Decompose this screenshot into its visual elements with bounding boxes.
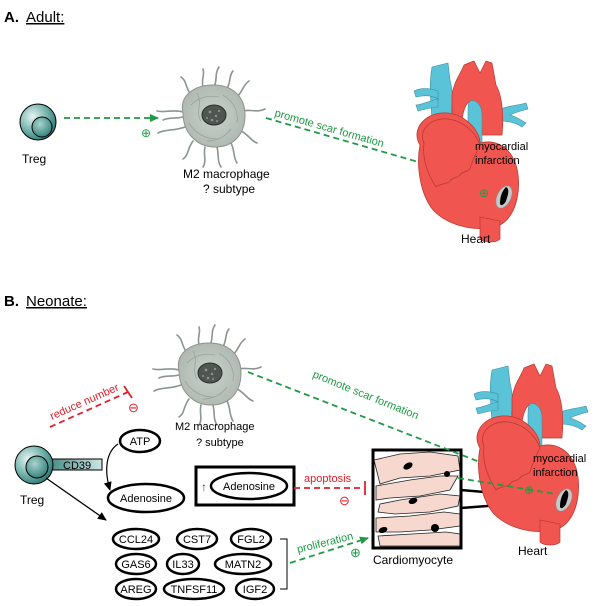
scar-formation-label: promote scar formation <box>273 107 385 150</box>
minus-icon: ⊖ <box>339 493 350 508</box>
reduce-number-label: reduce number <box>48 382 121 423</box>
atp-node <box>118 428 162 454</box>
apoptosis-label: apoptosis <box>304 473 352 485</box>
cd39-label: CD39 <box>63 460 91 472</box>
treg-cell-icon <box>19 103 57 141</box>
gene-group-bracket <box>280 538 288 590</box>
macrophage-label: M2 macrophage <box>175 421 255 433</box>
panel-a-letter: A. <box>4 9 19 26</box>
treg-label: Treg <box>22 152 46 166</box>
elevated-adenosine-label: Adenosine <box>223 481 275 493</box>
adenosine-label: Adenosine <box>120 493 172 505</box>
gene-label: MATN2 <box>225 559 261 571</box>
gene-label: IGF2 <box>243 584 267 596</box>
gene-node <box>175 527 219 551</box>
scar-formation-arrow <box>247 371 558 493</box>
infarct-label: myocardial <box>533 453 586 465</box>
heart-label: Heart <box>518 544 548 558</box>
macrophage-label: M2 macrophage <box>183 167 270 181</box>
adenosine-node <box>106 482 186 514</box>
proliferation-arrow <box>289 536 369 564</box>
atp-label: ATP <box>130 436 151 448</box>
scar-formation-arrow <box>265 117 485 183</box>
gene-node <box>165 552 201 576</box>
inhibit-bar <box>123 385 133 399</box>
cardiomyocyte-tissue-icon <box>371 448 463 550</box>
gene-label: GAS6 <box>121 559 150 571</box>
panel-a-title: Adult: <box>26 9 64 26</box>
macrophage-subtype-label: ? subtype <box>203 182 255 196</box>
plus-icon: ⊕ <box>350 545 361 560</box>
plus-icon: ⊕ <box>524 483 534 497</box>
treg-cell-icon <box>14 445 103 485</box>
treg-label: Treg <box>20 493 44 507</box>
gene-label: FGL2 <box>237 534 265 546</box>
panel-b-title: Neonate: <box>26 293 87 310</box>
treg-to-genes-arrow <box>45 477 107 521</box>
scar-formation-arrow-tail <box>457 477 557 495</box>
scar-formation-label: promote scar formation <box>311 369 420 422</box>
gene-node <box>229 527 273 551</box>
infarct-label-2: infarction <box>533 467 578 479</box>
infarct-label-2: infarction <box>475 155 520 167</box>
cardiomyocyte-label: Cardiomyocyte <box>373 553 453 567</box>
panel-b-letter: B. <box>4 293 19 310</box>
gene-label: CST7 <box>183 534 211 546</box>
reduce-number-inhibit-line <box>49 391 129 428</box>
macrophage-icon <box>152 324 262 426</box>
elevated-adenosine-node <box>209 471 289 501</box>
gene-label: IL33 <box>172 559 193 571</box>
gene-label: TNFSF11 <box>171 584 218 596</box>
gene-node <box>162 577 226 601</box>
gene-node <box>114 552 158 576</box>
proliferation-label: proliferation <box>296 530 355 556</box>
gene-label: AREG <box>120 584 151 596</box>
up-arrow-icon: ↑ <box>201 480 207 494</box>
macrophage-subtype-label: ? subtype <box>196 437 244 449</box>
minus-icon: ⊖ <box>128 400 139 415</box>
heart-label: Heart <box>461 232 491 246</box>
macrophage-icon <box>156 66 266 168</box>
panel-a: A. Adult: Treg ⊕ M2 macrophage ? subtype… <box>4 9 529 246</box>
panel-b: B. Neonate: M2 macrophage ? subtype redu… <box>4 293 589 601</box>
infarct-label: myocardial <box>475 141 528 153</box>
gene-label: CCL24 <box>119 534 153 546</box>
gene-node <box>234 577 276 601</box>
atp-to-adenosine-arrow <box>103 443 119 491</box>
plus-icon: ⊕ <box>479 186 489 200</box>
plus-icon: ⊕ <box>141 126 151 140</box>
gene-node <box>111 527 161 551</box>
gene-node <box>114 577 158 601</box>
gene-node <box>213 552 273 576</box>
